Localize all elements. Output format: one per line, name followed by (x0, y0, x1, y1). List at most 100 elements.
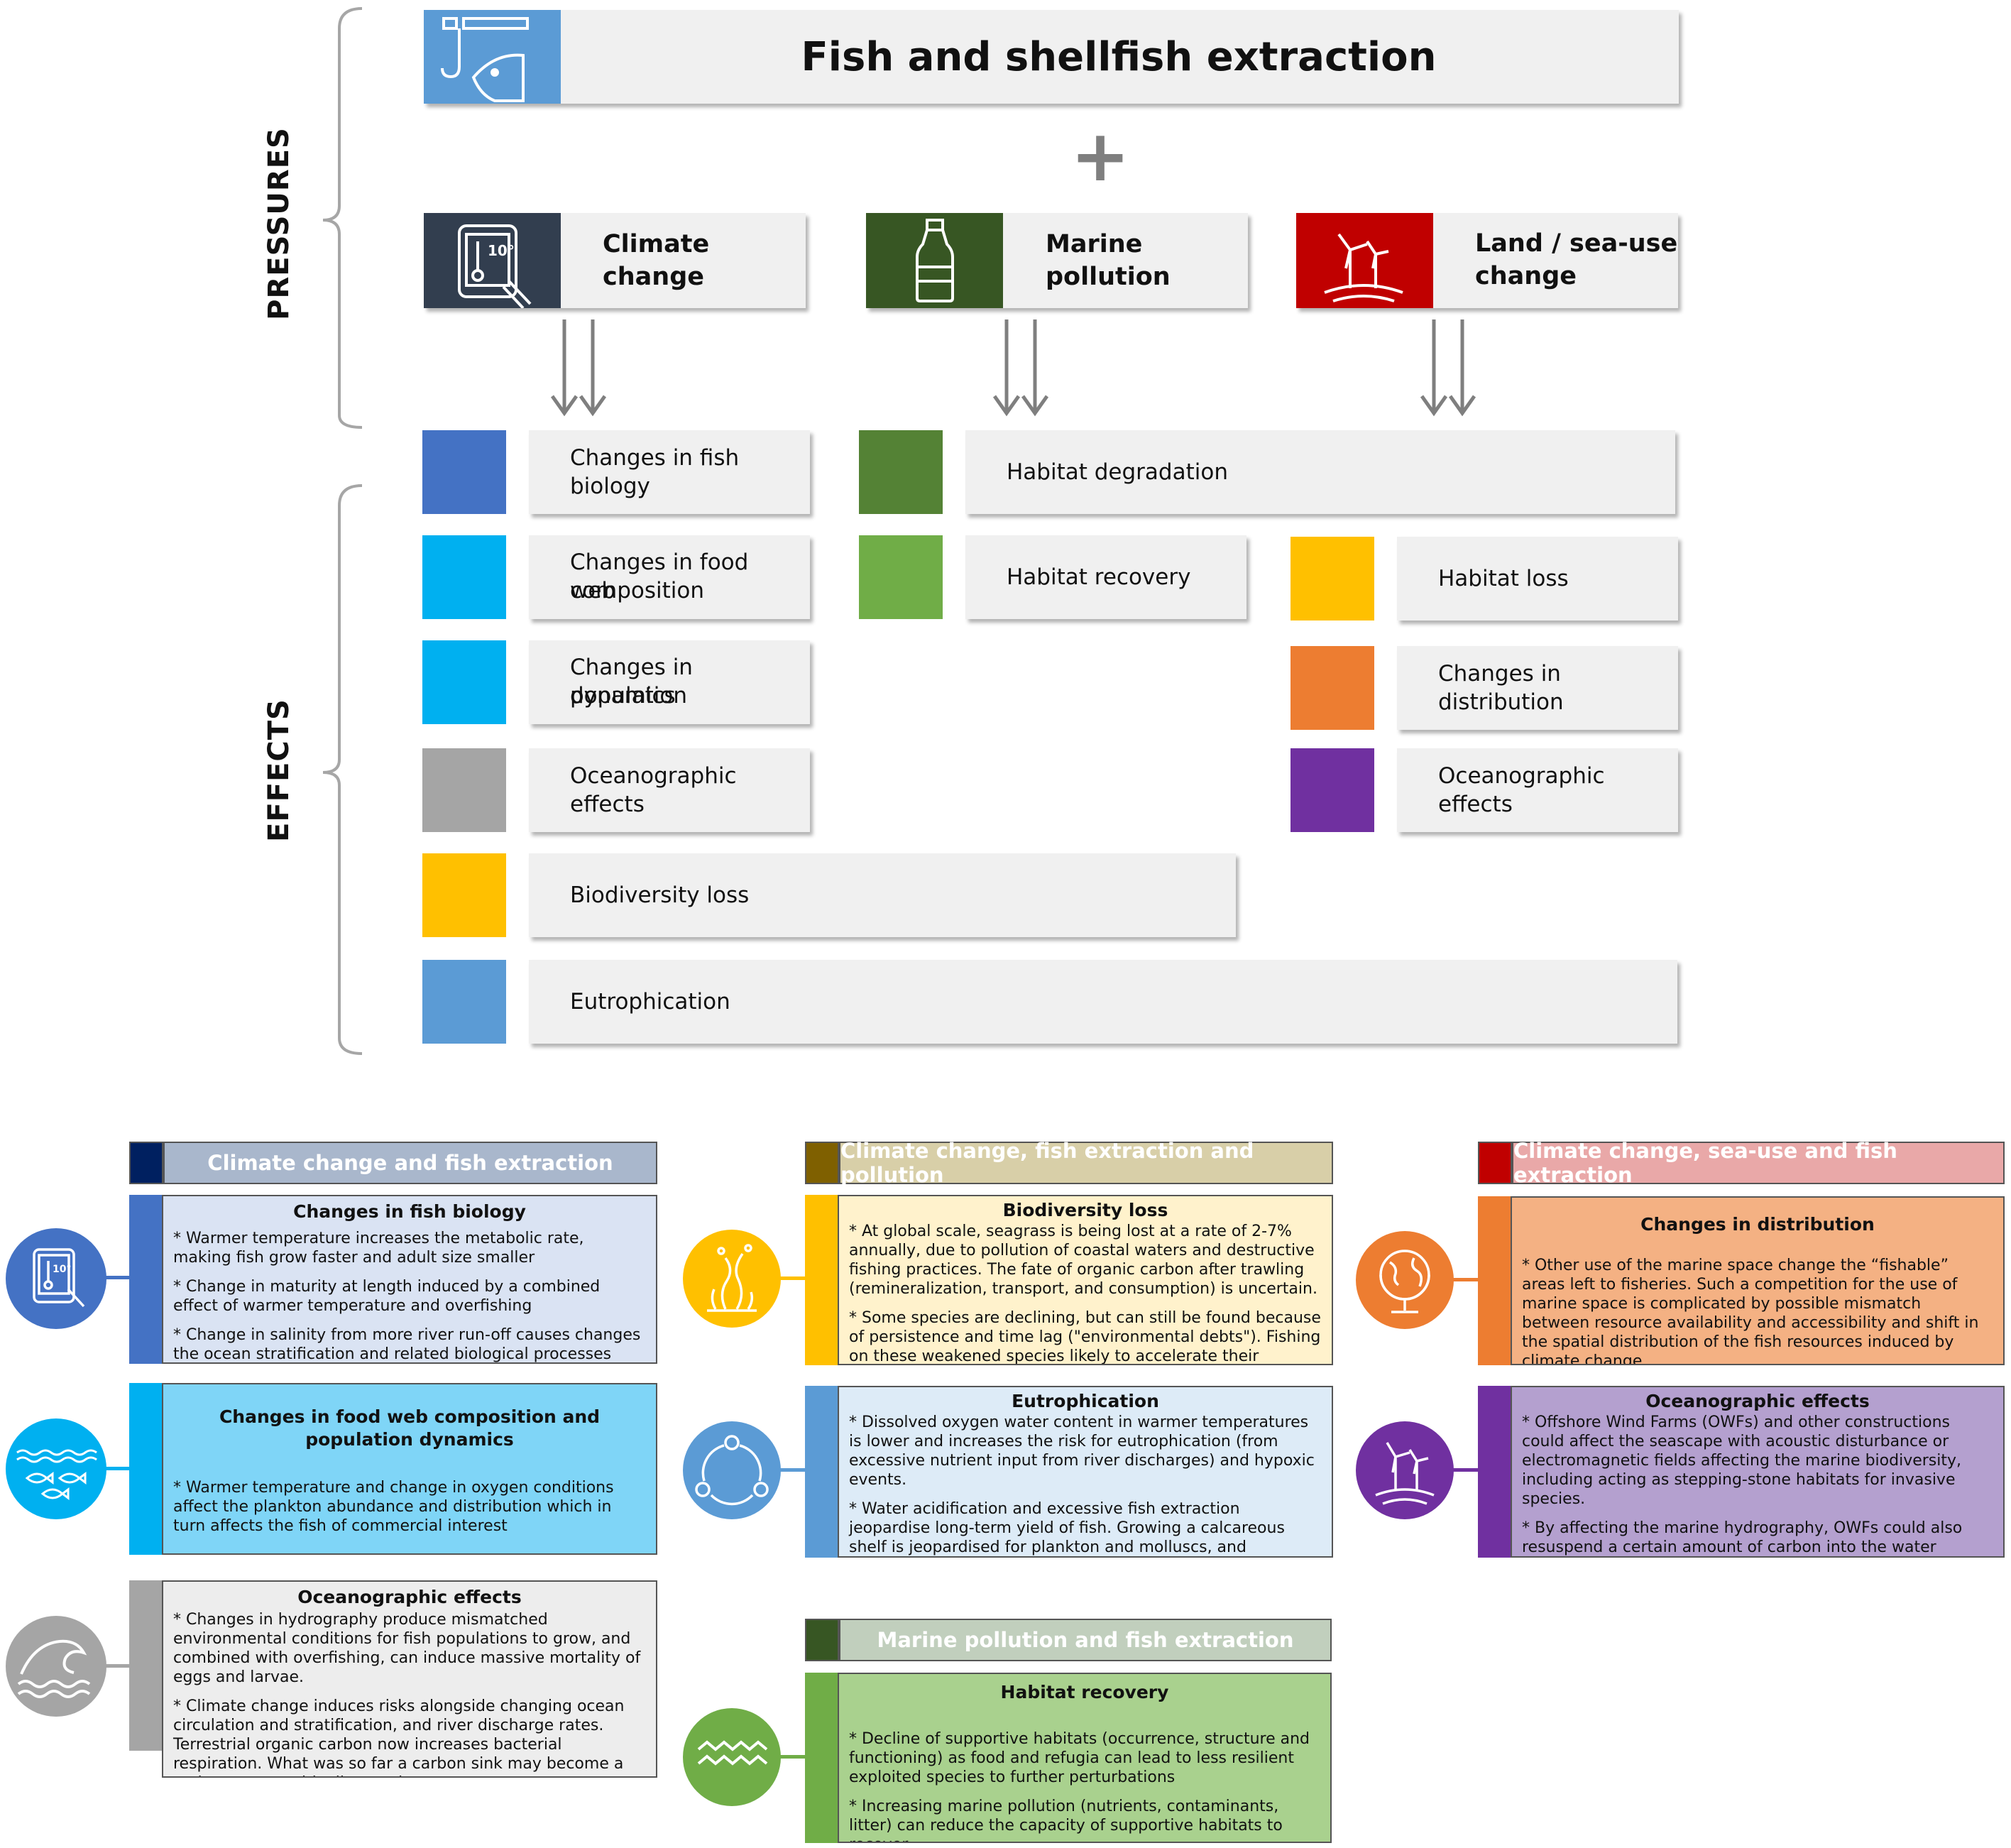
effect-biodiversity-box: Biodiversity loss (529, 853, 1236, 937)
col2-header-accent (805, 1142, 839, 1184)
col3-header: Climate change, sea-use and fish extract… (1512, 1139, 2005, 1187)
col4-header: Marine pollution and fish extraction (839, 1619, 1332, 1661)
biodiversity-detail-p1: * At global scale, seagrass is being los… (849, 1223, 1317, 1298)
effect-swatch-oceanographic-land (1291, 748, 1374, 832)
plus-sign: + (1070, 114, 1130, 197)
effect-eutrophication-label: Eutrophication (570, 989, 730, 1015)
effect-swatch-oceanographic-climate (422, 748, 506, 832)
effect-recovery-label: Habitat recovery (1007, 564, 1191, 590)
thermometer-tablet-circle-icon: 10° (6, 1228, 106, 1329)
biodiversity-accent-bar (805, 1195, 838, 1365)
oceano-climate-connector (103, 1664, 131, 1668)
effect-food-web-label-line1: Changes in food web (570, 550, 749, 603)
col3-header-accent (1478, 1142, 1512, 1184)
foodweb-detail-box: Changes in food web composition and popu… (162, 1383, 657, 1555)
effect-degradation-label: Habitat degradation (1007, 459, 1228, 485)
globe-circle-icon (1356, 1231, 1454, 1329)
foodweb-connector (103, 1467, 131, 1470)
recovery-accent-bar (805, 1673, 838, 1843)
effect-distribution-label: Changes in distribution (1438, 661, 1564, 715)
effect-oceanographic-land-box: Oceanographic effects (1397, 748, 1678, 832)
fish-waves-circle-icon (6, 1418, 106, 1519)
side-brackets (322, 7, 363, 1055)
effect-food-web-label-line2: composition (570, 578, 704, 603)
oceano-land-detail-box: Oceanographic effects * Offshore Wind Fa… (1511, 1386, 2005, 1558)
cycle-circle-icon (683, 1421, 781, 1519)
effect-swatch-loss (1291, 537, 1374, 620)
effect-oceanographic-climate-box: Oceanographic effects (529, 748, 810, 832)
wind-turbine-circle-icon (1356, 1421, 1454, 1519)
effect-biology-box: Changes in fish biology (529, 430, 810, 514)
effect-oceanographic-climate-label: Oceanographic effects (570, 763, 737, 817)
biology-connector (103, 1276, 131, 1279)
effect-distribution-box: Changes in distribution (1397, 646, 1678, 730)
pressures-bracket (322, 7, 363, 429)
fishing-icon (424, 10, 561, 104)
svg-text:10°: 10° (53, 1264, 71, 1275)
effects-label: EFFECTS (263, 699, 295, 842)
effect-swatch-food-web (422, 535, 506, 619)
eutrophication-connector (778, 1468, 806, 1472)
distribution-detail-p1: * Other use of the marine space change t… (1522, 1257, 1979, 1365)
oceano-climate-detail-p2: * Climate change induces risks alongside… (173, 1697, 625, 1776)
biology-detail-p1: * Warmer temperature increases the metab… (173, 1230, 584, 1267)
effect-oceanographic-land-label: Oceanographic effects (1438, 763, 1605, 817)
biology-detail-p2: * Change in maturity at length induced b… (173, 1278, 601, 1315)
effect-swatch-degradation (859, 430, 943, 514)
effect-eutrophication-box: Eutrophication (529, 960, 1677, 1044)
pressure-landuse-title-line2: change (1475, 262, 1577, 290)
recovery-detail-box: Habitat recovery * Decline of supportive… (838, 1673, 1332, 1843)
oceano-land-detail-p2: * By affecting the marine hydrography, O… (1522, 1519, 1963, 1556)
biology-detail-p3: * Change in salinity from more river run… (173, 1326, 641, 1363)
main-pressure-box: Fish and shellfish extraction (424, 10, 1679, 104)
col4-header-accent (805, 1619, 839, 1661)
col2-header: Climate change, fish extraction and poll… (839, 1139, 1333, 1187)
biodiversity-connector (778, 1276, 806, 1280)
effect-swatch-biology (422, 430, 506, 514)
bottle-icon (866, 213, 1003, 308)
pressures-label: PRESSURES (263, 127, 295, 320)
effect-population-label-line1: Changes in population (570, 655, 693, 709)
oceano-climate-detail-box: Oceanographic effects * Changes in hydro… (162, 1580, 657, 1778)
oceano-climate-detail-title: Oceanographic effects (297, 1587, 522, 1607)
effect-swatch-recovery (859, 535, 943, 619)
svg-text:10°: 10° (488, 242, 515, 259)
oceano-land-detail-title: Oceanographic effects (1645, 1391, 1870, 1411)
eutrophication-detail-p2: * Water acidification and excessive fish… (849, 1500, 1285, 1556)
effect-swatch-population (422, 640, 506, 724)
seaweed-circle-icon (683, 1230, 781, 1328)
col1-header-accent (129, 1142, 163, 1184)
foodweb-detail-title: Changes in food web composition and popu… (219, 1406, 601, 1450)
oceano-land-accent-bar (1478, 1386, 1511, 1558)
effect-swatch-biodiversity (422, 853, 506, 937)
foodweb-detail-p1: * Warmer temperature and change in oxyge… (173, 1479, 614, 1535)
oceano-climate-detail-p1: * Changes in hydrography produce mismatc… (173, 1611, 641, 1686)
eutrophication-detail-p1: * Dissolved oxygen water content in warm… (849, 1414, 1315, 1489)
effect-population-label-line2: dynamics (570, 683, 676, 709)
biodiversity-detail-p2: * Some species are declining, but can st… (849, 1309, 1321, 1365)
eutrophication-detail-box: Eutrophication * Dissolved oxygen water … (838, 1386, 1333, 1558)
distribution-accent-bar (1478, 1196, 1511, 1365)
effect-population-box: Changes in population dynamics (529, 640, 810, 724)
eutrophication-accent-bar (805, 1386, 838, 1558)
recovery-connector (778, 1755, 806, 1759)
biology-detail-box: Changes in fish biology * Warmer tempera… (162, 1195, 657, 1364)
wind-turbine-island-icon (1296, 213, 1433, 308)
biology-detail-title: Changes in fish biology (293, 1201, 526, 1222)
waves-circle-icon (683, 1708, 781, 1806)
effect-swatch-distribution (1291, 646, 1374, 730)
foodweb-accent-bar (129, 1383, 162, 1555)
biology-accent-bar (129, 1195, 162, 1364)
oceano-land-connector (1451, 1468, 1479, 1472)
biodiversity-detail-title: Biodiversity loss (1002, 1200, 1168, 1220)
pressure-pollution-title: Marine pollution (1046, 230, 1171, 291)
effect-recovery-box: Habitat recovery (965, 535, 1246, 619)
oceano-climate-accent-bar (129, 1580, 162, 1751)
pressure-climate-title: Climate change (603, 230, 710, 291)
recovery-detail-title: Habitat recovery (1000, 1682, 1169, 1702)
effect-loss-label: Habitat loss (1438, 566, 1569, 591)
recovery-detail-p1: * Decline of supportive habitats (occurr… (849, 1730, 1310, 1786)
effects-bracket (322, 484, 363, 1055)
distribution-connector (1451, 1278, 1479, 1281)
distribution-detail-title: Changes in distribution (1640, 1214, 1875, 1235)
